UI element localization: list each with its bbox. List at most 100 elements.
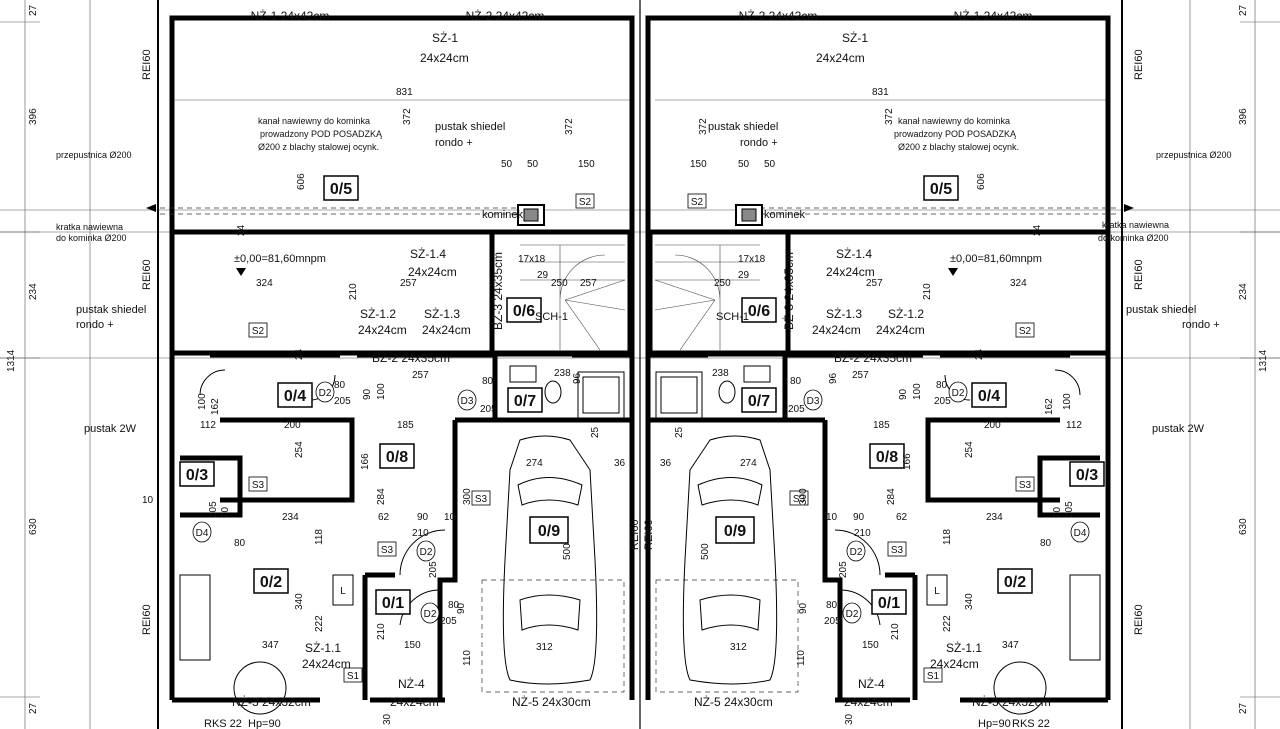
lintel-sz11-size-left: 24x24cm [302, 657, 351, 671]
tag-s2-mid-left: S2 [252, 326, 265, 337]
lintel-sz12-size-right: 24x24cm [876, 323, 925, 337]
dim-185-left: 185 [397, 420, 414, 431]
dim-90-a: 90 [362, 388, 373, 400]
tag-l-right: L [934, 586, 940, 597]
lintel-nz5-left: NŻ-5 24x30cm [512, 695, 591, 709]
dim-205-j: 205 [824, 616, 841, 627]
damper-note-left: przepustnica Ø200 [56, 150, 132, 160]
dim-80-g: 80 [448, 600, 460, 611]
bottom-note-right-1: Hp=90 [978, 718, 1011, 729]
dim-340-left: 340 [294, 593, 305, 610]
room-0-3-left: 0/3 [186, 467, 208, 484]
dim-24-c: 24 [294, 348, 305, 360]
dim-205-i: 205 [440, 616, 457, 627]
dim-372-b: 372 [564, 118, 575, 135]
dim-80-b: 80 [482, 376, 494, 387]
dim-205-a: 205 [334, 396, 351, 407]
tag-d2-b-left: D2 [420, 547, 433, 558]
rei-left-bot: REI60 [141, 604, 153, 635]
dim-166-left: 166 [360, 453, 371, 470]
dim-100-a: 100 [376, 383, 387, 400]
dim-10-c: 10 [142, 495, 154, 506]
dim-150-c: 150 [404, 640, 421, 651]
dim-100-b: 100 [912, 383, 923, 400]
tag-s1-left: S1 [347, 671, 360, 682]
tag-d2-c-right: D2 [846, 609, 859, 620]
lintel-sz13-size-left: 24x24cm [422, 323, 471, 337]
tag-d2-a-right: D2 [952, 388, 965, 399]
tag-d3-left: D3 [461, 396, 474, 407]
pustak-2w-left: pustak 2W [84, 423, 137, 435]
lintel-sz12-left: SŻ-1.2 [360, 307, 396, 321]
dim-25-left: 25 [590, 426, 601, 438]
dim-62-right: 62 [896, 512, 908, 523]
dim-234-right: 234 [1238, 283, 1249, 300]
dim-340-right: 340 [964, 593, 975, 610]
grille-note-left-2: do kominka Ø200 [56, 233, 127, 243]
lintel-nz2-left: NŻ-2 24x42cm [466, 9, 545, 23]
dim-70-right: 70 [1052, 506, 1063, 518]
grille-note-left-1: kratka nawiewna [56, 222, 123, 232]
dim-80-a: 80 [334, 380, 346, 391]
rei-center-left: REI60 [629, 519, 641, 550]
dim-80-f: 80 [1040, 538, 1052, 549]
tag-s2-mid-right: S2 [1019, 326, 1032, 337]
dim-36-right: 36 [660, 458, 672, 469]
dim-50-a: 50 [501, 159, 513, 170]
tag-d2-a-left: D2 [319, 388, 332, 399]
dim-257-a: 257 [400, 278, 417, 289]
lintel-sz1-left: SŻ-1 [432, 31, 458, 45]
section-marker-left [146, 204, 156, 212]
dim-80-e: 80 [234, 538, 246, 549]
bottom-note-left-2: Hp=90 [248, 718, 281, 729]
dim-312-right: 312 [730, 642, 747, 653]
duct-note-right-2: prowadzony POD POSADZKĄ [894, 129, 1017, 139]
stair-spec-right: 17x18 [738, 254, 766, 265]
dim-630-right: 630 [1238, 518, 1249, 535]
rei-right-mid: REI60 [1133, 259, 1145, 290]
dim-257-b: 257 [866, 278, 883, 289]
dim-25-right: 25 [674, 426, 685, 438]
tag-l-left: L [340, 586, 346, 597]
tag-s3-c-right: S3 [891, 545, 904, 556]
pustak-note-mid-right: pustak shiedel [1126, 304, 1196, 316]
tag-d2-b-right: D2 [850, 547, 863, 558]
lintel-sz14-right: SŻ-1.4 [836, 247, 872, 261]
dim-250-left: 250 [551, 278, 568, 289]
tag-d3-right: D3 [807, 396, 820, 407]
room-0-7-left: 0/7 [514, 393, 536, 410]
room-0-2-left: 0/2 [260, 574, 282, 591]
dim-205-b: 205 [480, 404, 497, 415]
dim-347-right: 347 [1002, 640, 1019, 651]
kominek-right: kominek [764, 209, 805, 221]
ventilation-ducts [160, 207, 1120, 693]
chimney-left [517, 204, 545, 226]
room-0-1-right: 0/1 [878, 595, 900, 612]
dim-500-left: 500 [562, 543, 573, 560]
lintel-nz5-right: NŻ-5 24x30cm [694, 695, 773, 709]
lintel-nz3-left: NŻ-3 24x32cm [232, 695, 311, 709]
dim-100-c: 100 [197, 393, 208, 410]
dim-29-right: 29 [738, 270, 750, 281]
dimension-values: 396 234 1314 630 27 27 396 234 1314 630 … [6, 4, 1269, 725]
room-labels: 0/5 0/5 0/6 0/6 0/4 0/4 0/7 0/7 0/8 0/8 … [179, 175, 1105, 615]
room-0-9-right: 0/9 [724, 523, 746, 540]
lintel-sz13-right: SŻ-1.3 [826, 307, 862, 321]
dim-112-left: 112 [200, 420, 216, 431]
dim-185-right: 185 [873, 420, 890, 431]
dim-36-left: 36 [614, 458, 626, 469]
dim-27-right-top: 27 [1238, 4, 1249, 16]
dim-118-left: 118 [314, 529, 325, 545]
plan-notes: kanał nawiewny do kominka prowadzony POD… [56, 116, 1232, 243]
dim-70-left: 70 [220, 506, 231, 518]
lintel-sz12-right: SŻ-1.2 [888, 307, 924, 321]
dim-257-d: 257 [412, 370, 429, 381]
dim-205-h: 205 [838, 561, 849, 578]
lintel-nz3-right: NŻ-3 24x32cm [972, 695, 1051, 709]
plan-notes-large: pustak shiedel rondo + pustak shiedel ro… [76, 49, 1220, 729]
dim-324-right: 324 [1010, 278, 1027, 289]
stairs-right [654, 244, 760, 351]
room-0-6-left: 0/6 [513, 303, 535, 320]
tag-s3-a-left: S3 [252, 480, 265, 491]
dim-90-b: 90 [898, 388, 909, 400]
